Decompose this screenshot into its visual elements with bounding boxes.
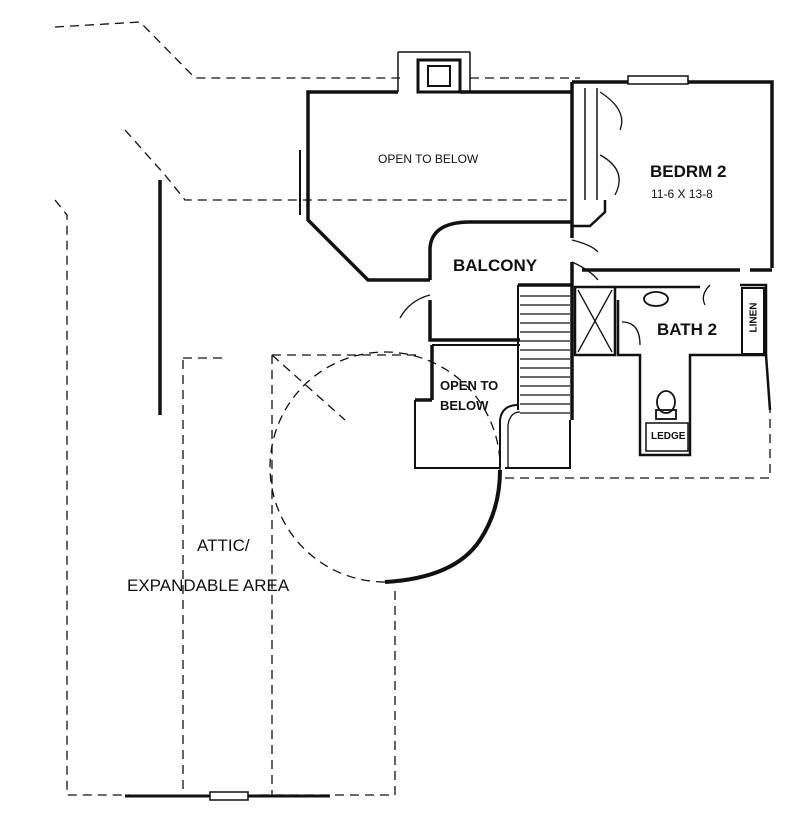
open-to-below-upper-label: OPEN TO BELOW xyxy=(378,152,479,166)
open-to-below-lower-label-2: BELOW xyxy=(440,398,489,413)
dashed-roof-outline xyxy=(54,21,771,796)
bedroom-size-label: 11-6 X 13-8 xyxy=(651,187,713,201)
attic-label: ATTIC/ xyxy=(197,536,250,555)
balcony-label: BALCONY xyxy=(453,256,538,275)
bedroom-name-label: BEDRM 2 xyxy=(650,162,727,181)
expandable-area-label: EXPANDABLE AREA xyxy=(127,576,290,595)
ledge-label: LEDGE xyxy=(651,431,686,442)
open-to-below-lower-label-1: OPEN TO xyxy=(440,378,499,393)
linen-label: LINEN xyxy=(748,302,760,333)
solid-walls xyxy=(125,51,774,801)
doors-and-fixtures xyxy=(399,91,711,452)
stair-treads xyxy=(499,295,570,468)
bath-label: BATH 2 xyxy=(657,320,718,339)
